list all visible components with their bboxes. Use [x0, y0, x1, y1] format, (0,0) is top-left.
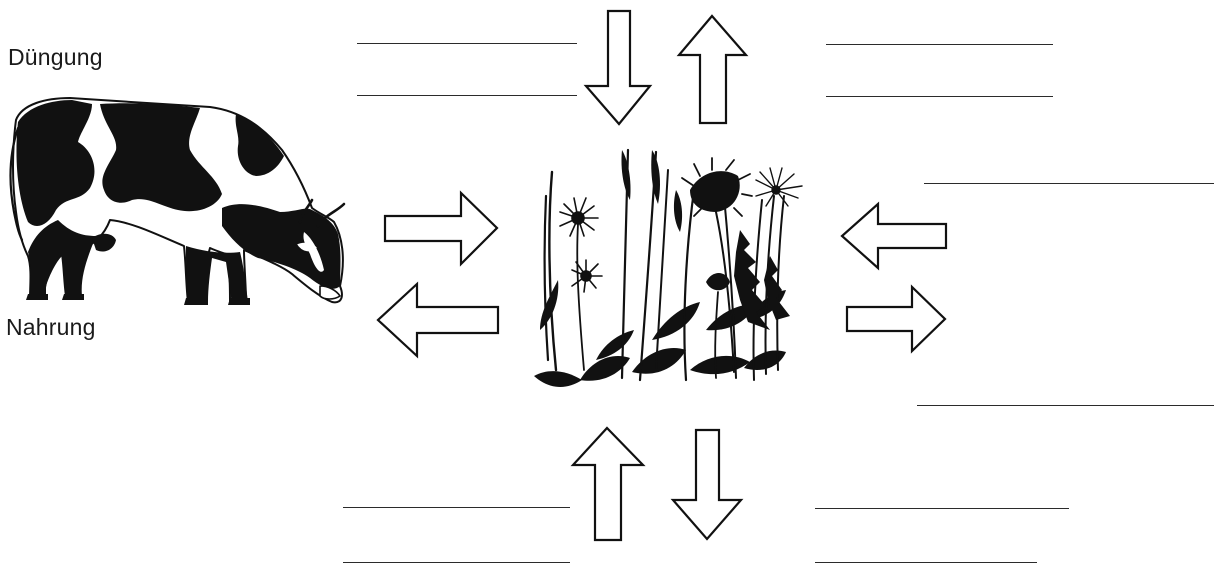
arrow-right-icon: [385, 193, 497, 264]
arrow-left-icon: [842, 204, 946, 268]
arrow-left-icon: [378, 284, 498, 356]
arrow-right-icon: [847, 287, 945, 351]
arrow-down-icon: [586, 11, 650, 124]
arrow-up-icon: [573, 428, 643, 540]
arrow-down-icon: [673, 430, 741, 539]
meadow-plants-icon: [534, 150, 802, 387]
cow-icon: [11, 98, 344, 305]
arrow-up-icon: [679, 16, 746, 123]
